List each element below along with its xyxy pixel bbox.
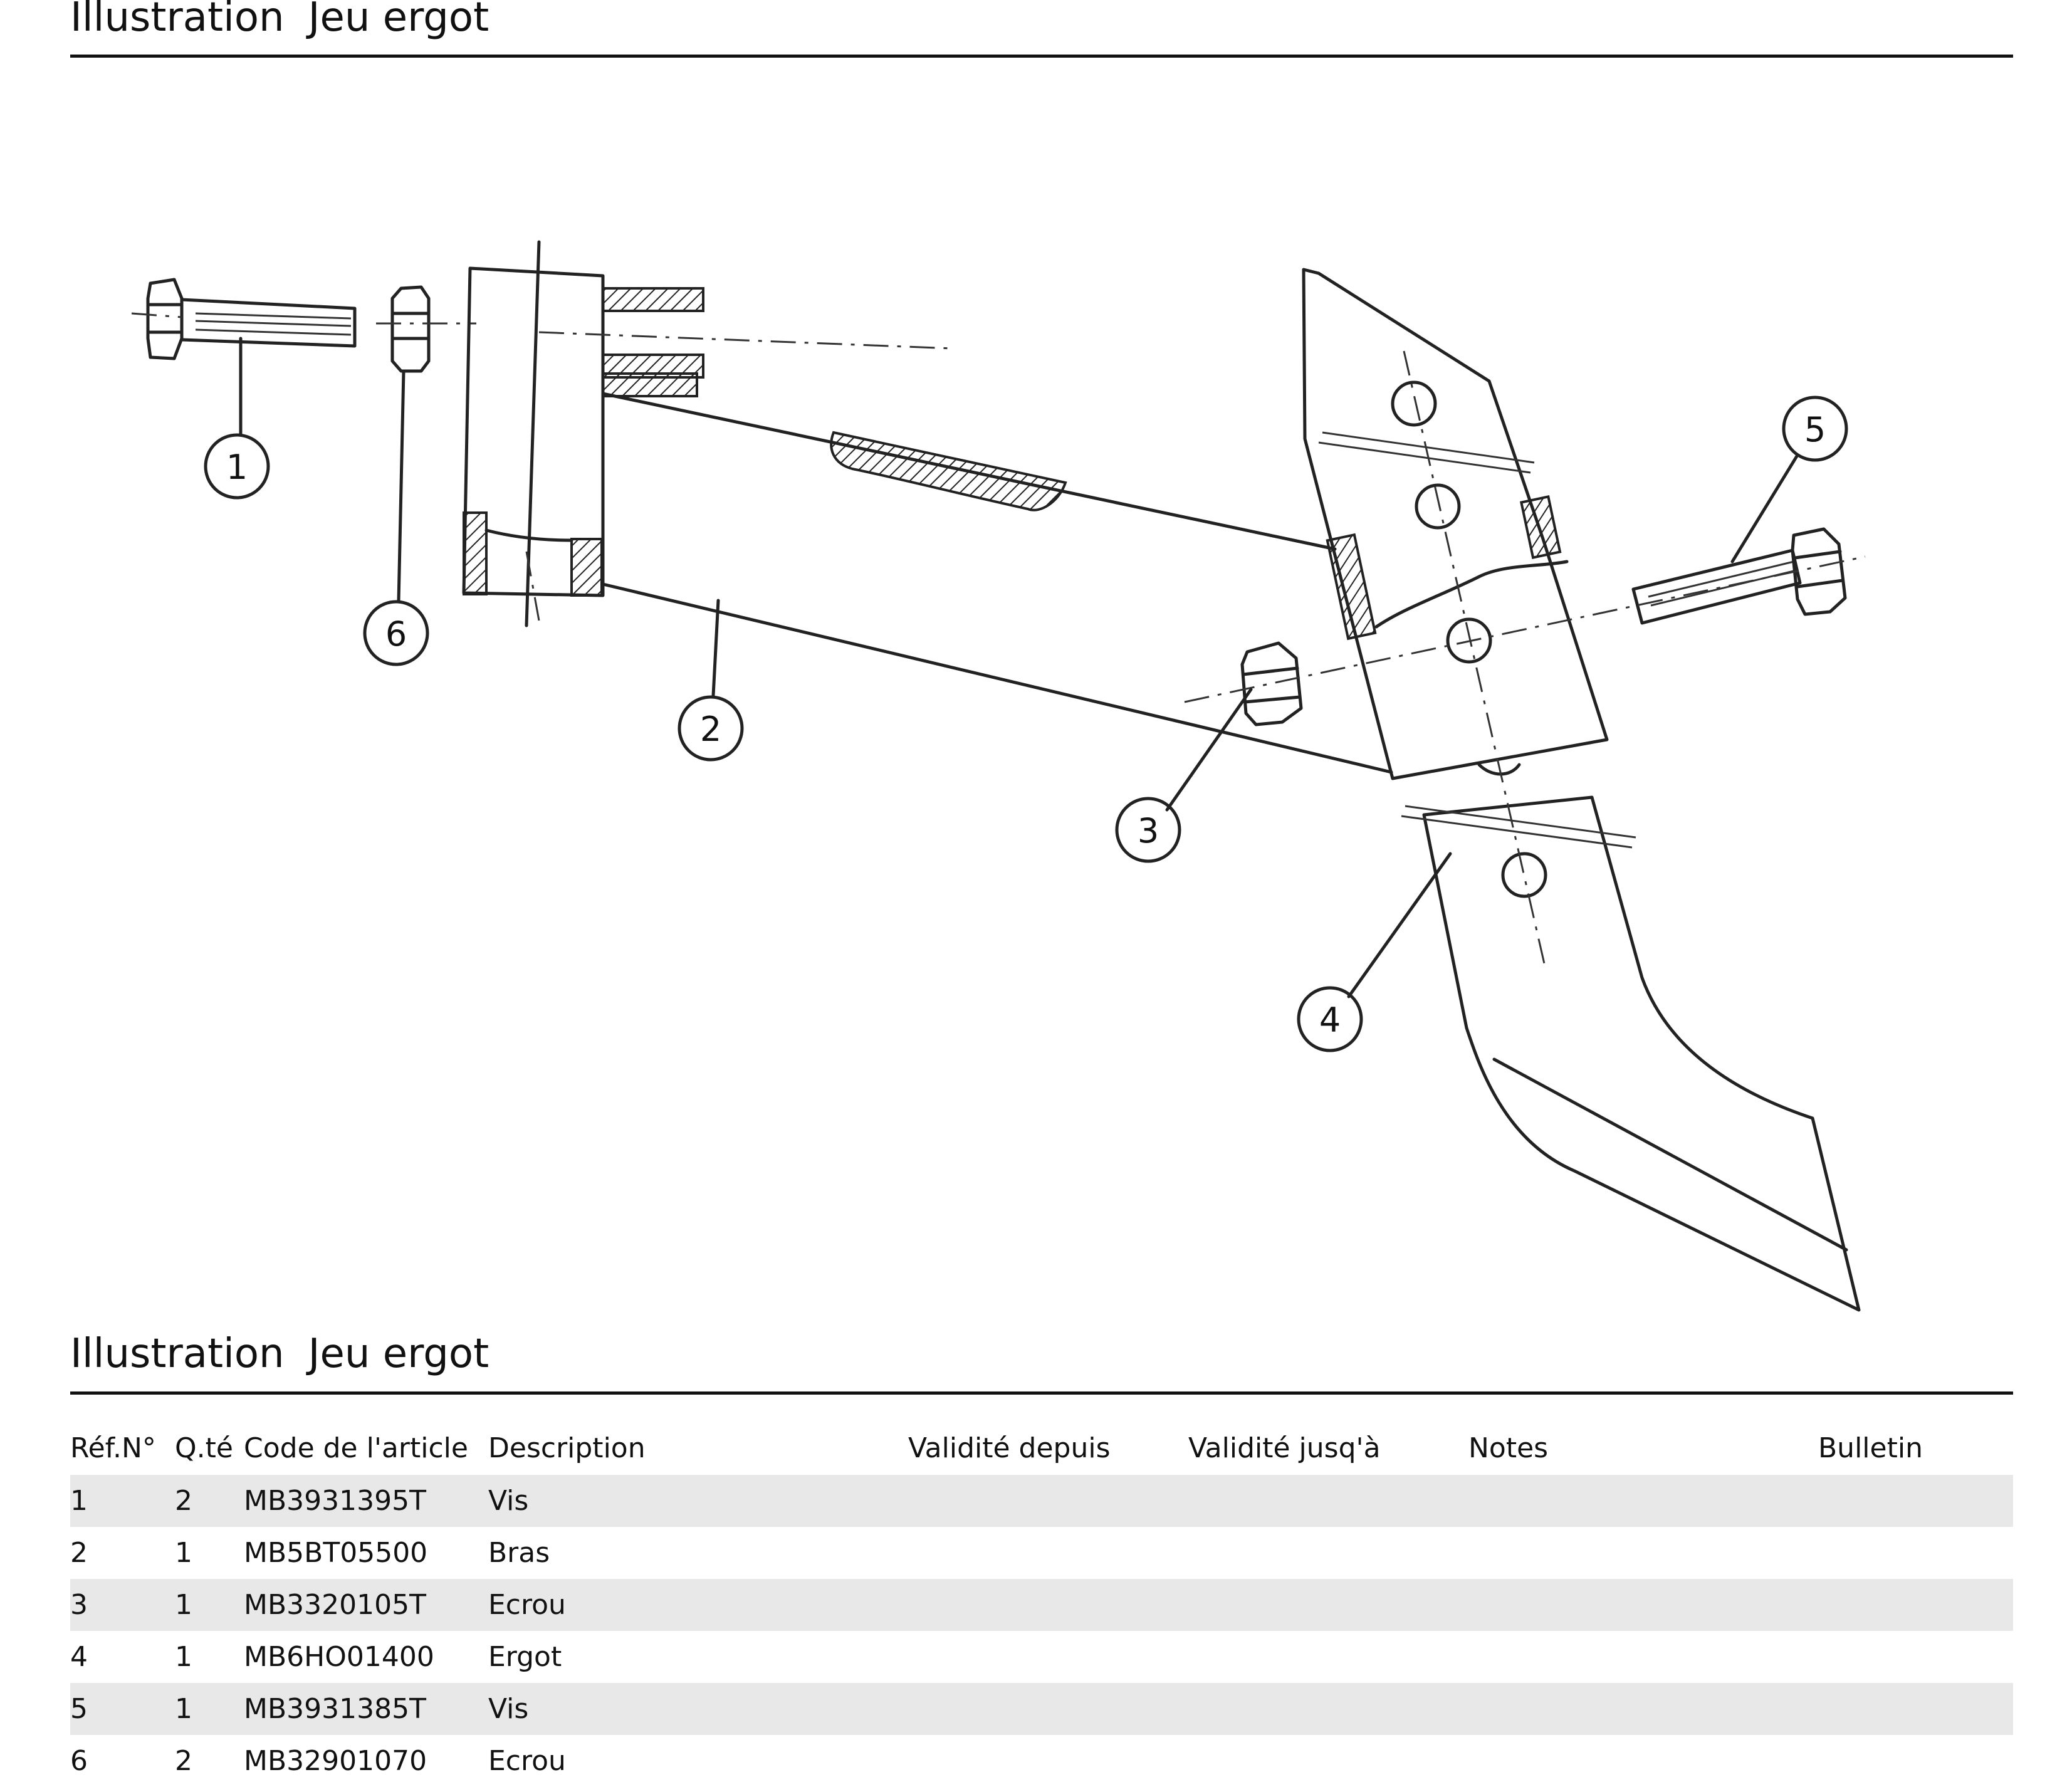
cell-ref: 4 [70, 1641, 88, 1673]
cell-bulletin [1818, 1579, 2013, 1631]
cell-bulletin [1818, 1735, 2013, 1787]
col-header-valid-until: Validité jusq'à [1188, 1432, 1381, 1464]
callout-3: 3 [1115, 688, 1253, 863]
cell-qty: 1 [175, 1589, 192, 1621]
cell-code: MB5BT05500 [244, 1537, 428, 1569]
svg-text:6: 6 [385, 614, 407, 654]
cell-valid-until [1188, 1631, 1468, 1683]
cell-notes [1468, 1631, 1818, 1683]
page-title-bottom: Illustration Jeu ergot [70, 1334, 489, 1374]
cell-notes [1468, 1527, 1818, 1579]
tine-part-4 [1302, 268, 1861, 1312]
callout-5: 5 [1730, 396, 1848, 563]
callout-2: 2 [678, 599, 744, 762]
cell-code: MB6HO01400 [244, 1641, 434, 1673]
cell-valid-until [1188, 1683, 1468, 1735]
cell-code: MB3931395T [244, 1485, 426, 1517]
svg-text:3: 3 [1138, 811, 1159, 851]
cell-description: Ergot [488, 1641, 562, 1673]
cell-bulletin [1818, 1527, 2013, 1579]
cell-valid-from [908, 1735, 1188, 1787]
table-row: 1 2 MB3931395T Vis [70, 1475, 2013, 1527]
cell-ref: 1 [70, 1485, 88, 1517]
cell-notes [1468, 1735, 1818, 1787]
svg-text:2: 2 [700, 710, 721, 749]
cell-qty: 2 [175, 1485, 192, 1517]
cell-qty: 1 [175, 1693, 192, 1725]
table-row: 3 1 MB3320105T Ecrou [70, 1579, 2013, 1631]
table-row: 5 1 MB3931385T Vis [70, 1683, 2013, 1735]
exploded-parts-drawing: 1 6 2 3 4 5 [131, 240, 1866, 1312]
cell-bulletin [1818, 1683, 2013, 1735]
cell-ref: 6 [70, 1745, 88, 1777]
svg-text:1: 1 [226, 448, 248, 487]
table-row: 6 2 MB32901070 Ecrou [70, 1735, 2013, 1787]
cell-description: Ecrou [488, 1589, 566, 1621]
svg-text:4: 4 [1319, 1000, 1341, 1040]
cell-notes [1468, 1683, 1818, 1735]
heading-label: Illustration [70, 0, 285, 41]
cell-valid-from [908, 1527, 1188, 1579]
cell-valid-until [1188, 1579, 1468, 1631]
title-rule-top [70, 55, 2013, 58]
col-header-description: Description [488, 1432, 646, 1464]
heading-title: Jeu ergot [308, 1331, 489, 1377]
cell-valid-from [908, 1475, 1188, 1527]
cell-valid-until [1188, 1735, 1468, 1787]
heading-title: Jeu ergot [308, 0, 489, 41]
cell-bulletin [1818, 1475, 2013, 1527]
svg-text:5: 5 [1804, 410, 1826, 449]
cell-notes [1468, 1579, 1818, 1631]
cell-code: MB32901070 [244, 1745, 427, 1777]
table-row: 2 1 MB5BT05500 Bras [70, 1527, 2013, 1579]
page-title-top: Illustration Jeu ergot [70, 0, 489, 38]
heading-label: Illustration [70, 1331, 285, 1377]
arm-part-2 [462, 240, 1393, 774]
cell-description: Vis [488, 1693, 529, 1725]
col-header-valid-from: Validité depuis [908, 1432, 1111, 1464]
cell-code: MB3320105T [244, 1589, 426, 1621]
cell-valid-from [908, 1579, 1188, 1631]
cell-description: Vis [488, 1485, 529, 1517]
col-header-qty: Q.té [175, 1432, 233, 1464]
col-header-bulletin: Bulletin [1818, 1432, 1923, 1464]
bolt-part-5 [1184, 527, 1866, 703]
table-header-row: Réf.N° Q.té Code de l'article Descriptio… [70, 1421, 2013, 1475]
cell-qty: 1 [175, 1537, 192, 1569]
cell-code: MB3931385T [244, 1693, 426, 1725]
table-row: 4 1 MB6HO01400 Ergot [70, 1631, 2013, 1683]
cell-notes [1468, 1475, 1818, 1527]
cell-ref: 2 [70, 1537, 88, 1569]
cell-valid-from [908, 1631, 1188, 1683]
nut-part-3 [1240, 641, 1303, 726]
callout-1: 1 [204, 337, 270, 500]
cell-qty: 2 [175, 1745, 192, 1777]
cell-qty: 1 [175, 1641, 192, 1673]
bolt-part-1 [131, 278, 357, 360]
callout-4: 4 [1297, 852, 1452, 1052]
col-header-notes: Notes [1468, 1432, 1549, 1464]
title-rule-bottom [70, 1391, 2013, 1395]
cell-valid-until [1188, 1527, 1468, 1579]
callout-6: 6 [363, 369, 429, 666]
parts-table: Réf.N° Q.té Code de l'article Descriptio… [70, 1421, 2013, 1787]
cell-bulletin [1818, 1631, 2013, 1683]
col-header-code: Code de l'article [244, 1432, 468, 1464]
col-header-ref: Réf.N° [70, 1432, 156, 1464]
cell-description: Bras [488, 1537, 550, 1569]
cell-ref: 3 [70, 1589, 88, 1621]
cell-description: Ecrou [488, 1745, 566, 1777]
nut-part-6 [376, 285, 476, 373]
cell-ref: 5 [70, 1693, 88, 1725]
cell-valid-until [1188, 1475, 1468, 1527]
cell-valid-from [908, 1683, 1188, 1735]
